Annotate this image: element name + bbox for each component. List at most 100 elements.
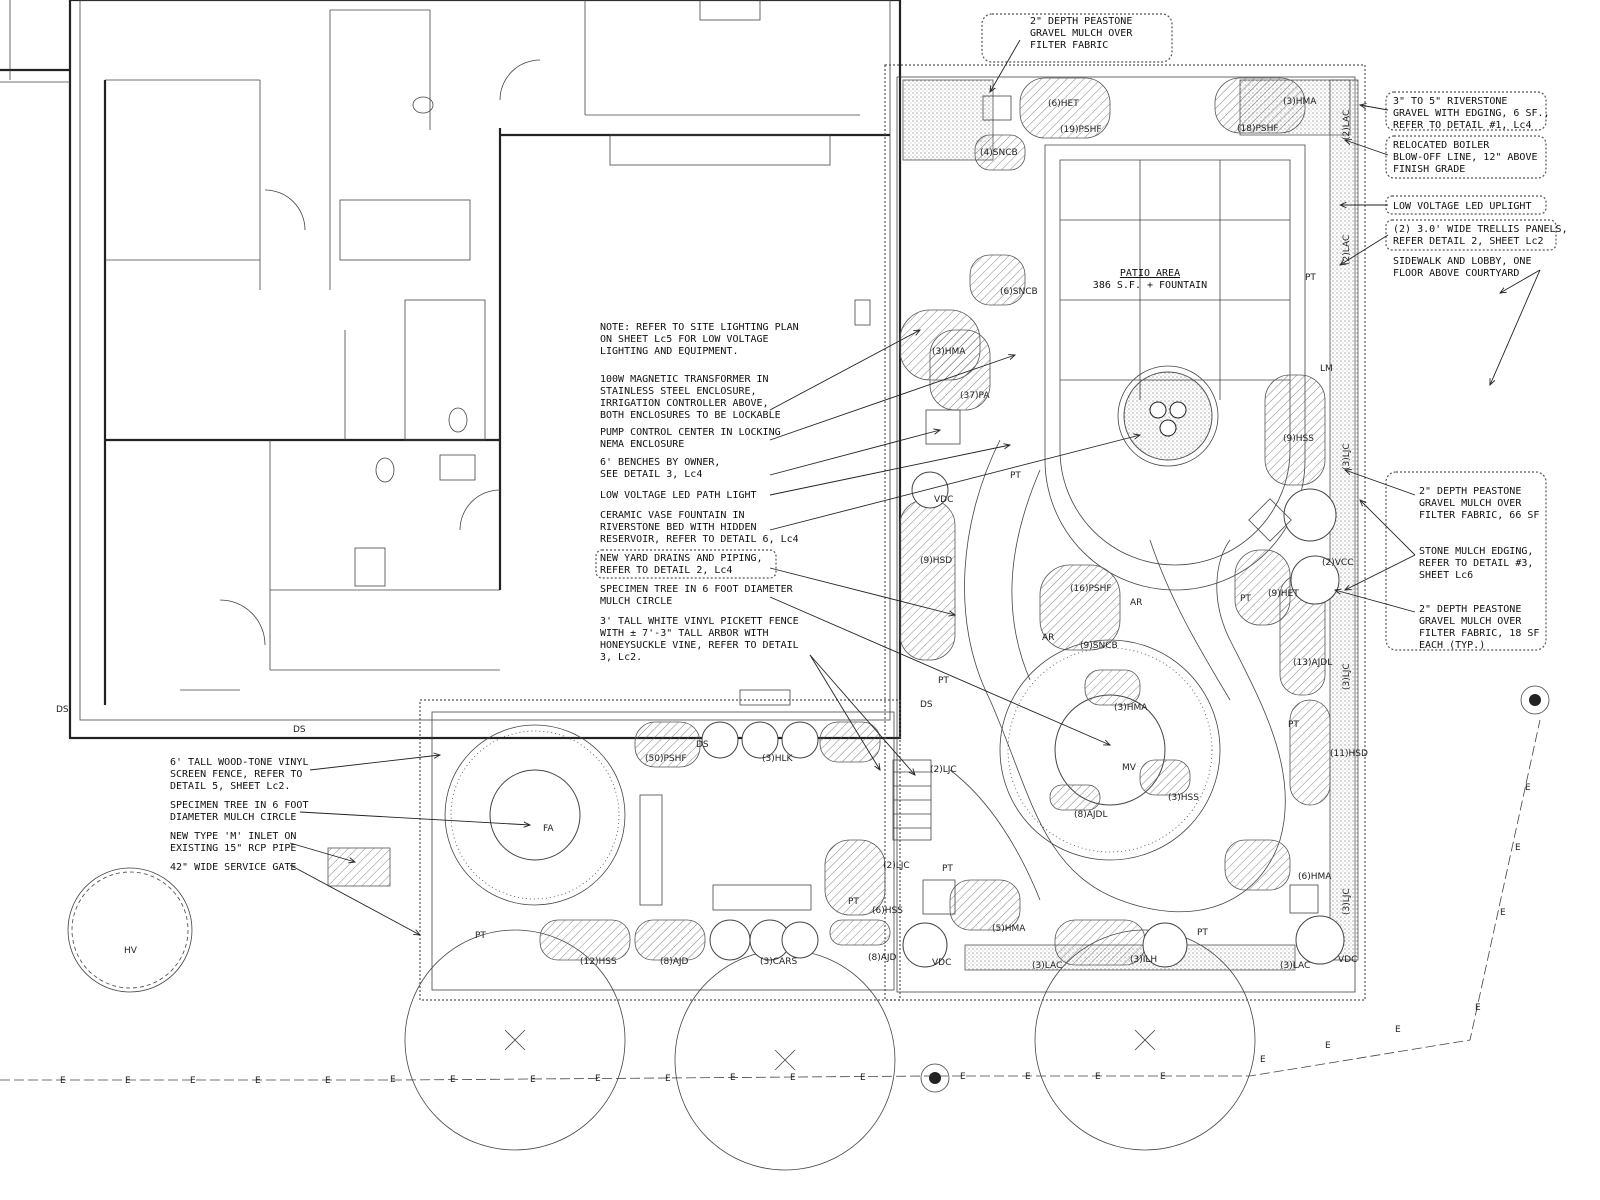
utility-marker: E: [1515, 843, 1521, 853]
plant-label: (2)LJC: [930, 765, 957, 775]
utility-marker: E: [960, 1072, 966, 1082]
plant-label: (8)AJD: [660, 957, 689, 967]
plant-label: (12)HSS: [580, 957, 617, 967]
plant-label: (5)HMA: [992, 924, 1026, 934]
plant-label: (2)LAC: [1342, 110, 1352, 140]
callout-peastone-top: 2" DEPTH PEASTONE GRAVEL MULCH OVER FILT…: [1030, 16, 1138, 51]
specimen-tree-fa: [444, 724, 626, 906]
utility-marker: E: [530, 1075, 536, 1085]
plant-label: (19)PSHF: [1060, 125, 1102, 135]
plant-label: (3)HMA: [1114, 703, 1148, 713]
utility-marker: E: [125, 1076, 131, 1086]
plant-label: VDC: [1338, 955, 1357, 965]
courtyard-boundary: [419, 64, 1366, 1001]
plant-label: (2)LJC: [883, 861, 910, 871]
utility-marker: E: [325, 1076, 331, 1086]
utility-marker: E: [390, 1075, 396, 1085]
utility-marker: E: [60, 1076, 66, 1086]
plant-label: (9)SNCB: [1080, 641, 1118, 651]
callout-riverstone: 3" TO 5" RIVERSTONE GRAVEL WITH EDGING, …: [1393, 96, 1556, 131]
plant-label: (3)CARS: [760, 957, 797, 967]
plant-label: (37)PA: [960, 391, 990, 401]
plant-label: (8)AJD: [868, 953, 897, 963]
plant-label: HV: [124, 946, 138, 956]
callout-wood-fence: 6' TALL WOOD-TONE VINYL SCREEN FENCE, RE…: [170, 757, 315, 792]
utility-marker: E: [1095, 1072, 1101, 1082]
callout-benches: 6' BENCHES BY OWNER, SEE DETAIL 3, Lc4: [600, 457, 726, 480]
utility-marker: E: [790, 1073, 796, 1083]
utility-marker: E: [595, 1074, 601, 1084]
utility-marker: E: [190, 1076, 196, 1086]
plant-label: (9)HSD: [920, 556, 952, 566]
plant-label: (6)HMA: [1298, 872, 1332, 882]
utility-marker: E: [1500, 908, 1506, 918]
plant-label: PT: [848, 897, 859, 907]
plant-label: (3)HMA: [932, 347, 966, 357]
utility-marker: E: [1025, 1072, 1031, 1082]
plant-label: DS: [56, 705, 69, 715]
utility-marker: E: [255, 1076, 261, 1086]
plant-label: (2)VCC: [1322, 558, 1353, 568]
callout-specimen-a: SPECIMEN TREE IN 6 FOOT DIAMETER MULCH C…: [600, 584, 799, 607]
callout-sidewalk: SIDEWALK AND LOBBY, ONE FLOOR ABOVE COUR…: [1393, 256, 1538, 279]
street-trees: [67, 867, 1256, 1171]
utility-marker: E: [860, 1073, 866, 1083]
plant-label: (8)AJDL: [1074, 810, 1108, 820]
utility-marker: E: [1525, 783, 1531, 793]
plant-label: (6)HET: [1048, 99, 1079, 109]
plant-label: (3)LJC: [1342, 663, 1352, 690]
utility-marker: E: [1325, 1041, 1331, 1051]
plant-label: DS: [696, 740, 709, 750]
plant-label: DS: [293, 725, 306, 735]
patio-subtitle: 386 S.F. + FOUNTAIN: [1093, 280, 1207, 291]
plant-label: DS: [920, 700, 933, 710]
plant-label: PT: [1305, 273, 1316, 283]
plant-label: PT: [1010, 471, 1021, 481]
callout-fence: 3' TALL WHITE VINYL PICKETT FENCE WITH ±…: [600, 616, 805, 663]
plant-label: (3)ILH: [1130, 955, 1157, 965]
callout-inlet: NEW TYPE 'M' INLET ON EXISTING 15" RCP P…: [170, 831, 302, 854]
plant-label: (9)HSS: [1283, 434, 1314, 444]
callout-peastone-66: 2" DEPTH PEASTONE GRAVEL MULCH OVER FILT…: [1419, 486, 1539, 521]
patio-title: PATIO AREA: [1120, 268, 1180, 279]
plant-label: (18)PSHF: [1237, 124, 1279, 134]
callout-boiler: RELOCATED BOILER BLOW-OFF LINE, 12" ABOV…: [1393, 140, 1544, 175]
plant-label: AR: [1042, 633, 1054, 643]
plant-label: (13)AJDL: [1293, 658, 1332, 668]
utility-marker: E: [1395, 1025, 1401, 1035]
plant-label: (2)LAC: [1342, 235, 1352, 265]
callout-peastone-18: 2" DEPTH PEASTONE GRAVEL MULCH OVER FILT…: [1419, 604, 1545, 651]
leader-lines: [289, 39, 1541, 935]
building-floor-plan: [0, 0, 902, 740]
plant-label: (3)LJC: [1342, 443, 1352, 470]
plant-label: LM: [1320, 364, 1333, 374]
plant-label: (3)LJC: [1342, 888, 1352, 915]
callout-gate: 42" WIDE SERVICE GATE: [170, 862, 296, 873]
plant-label: PT: [1288, 720, 1299, 730]
plant-label: (3)LAC: [1280, 961, 1310, 971]
plant-label: (11)HSD: [1330, 749, 1368, 759]
plant-label: (50)PSHF: [645, 754, 687, 764]
utility-marker: E: [1260, 1055, 1266, 1065]
plant-label: MV: [1122, 763, 1137, 773]
plant-labels: (6)HET (3)HMA (19)PSHF (18)PSHF (4)SNCB …: [56, 97, 1368, 971]
utility-line-e: [0, 685, 1550, 1093]
callout-path-light: LOW VOLTAGE LED PATH LIGHT: [600, 490, 757, 501]
plant-label: FA: [543, 824, 554, 834]
plant-label: (6)SNCB: [1000, 287, 1038, 297]
plant-label: (3)HSS: [1168, 793, 1199, 803]
plant-label: PT: [938, 676, 949, 686]
plant-label: PT: [475, 931, 486, 941]
callout-specimen-b: SPECIMEN TREE IN 6 FOOT DIAMETER MULCH C…: [170, 800, 315, 823]
callout-note-lighting: NOTE: REFER TO SITE LIGHTING PLAN ON SHE…: [600, 322, 805, 357]
fountain: [1117, 365, 1219, 467]
plant-label: PT: [1240, 594, 1251, 604]
utility-marker: E: [450, 1075, 456, 1085]
plant-label: (3)LAC: [1032, 961, 1062, 971]
callout-pump: PUMP CONTROL CENTER IN LOCKING NEMA ENCL…: [600, 427, 787, 450]
callout-drains: NEW YARD DRAINS AND PIPING, REFER TO DET…: [600, 553, 769, 576]
callout-trellis: (2) 3.0' WIDE TRELLIS PANELS, REFER DETA…: [1393, 224, 1574, 247]
plant-label: PT: [942, 864, 953, 874]
